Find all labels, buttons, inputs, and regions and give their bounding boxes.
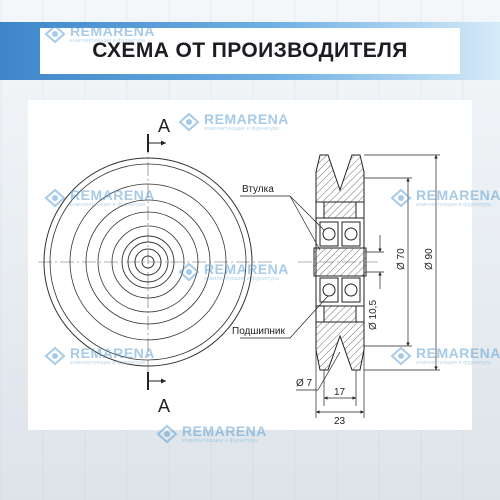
title-plate: СХЕМА ОТ ПРОИЗВОДИТЕЛЯ [40, 28, 460, 74]
page-title: СХЕМА ОТ ПРОИЗВОДИТЕЛЯ [92, 39, 408, 62]
dim-70: Ø 70 [396, 248, 407, 270]
leader-lines [240, 195, 341, 391]
section-markers [147, 134, 166, 390]
remarena-logo-icon [178, 262, 200, 282]
section-label-top: A [158, 116, 170, 136]
remarena-logo-icon [44, 188, 66, 208]
dimension-lines [315, 154, 440, 418]
remarena-logo-icon [178, 112, 200, 132]
label-bushing: Втулка [242, 184, 274, 195]
dim-17: 17 [334, 387, 346, 398]
technical-drawing: A A Втулка Подши [38, 116, 440, 427]
remarena-logo-icon [390, 346, 412, 366]
cross-section-view [313, 154, 367, 371]
remarena-logo-icon [390, 188, 412, 208]
dim-7: Ø 7 [296, 378, 313, 389]
dim-10-5: Ø 10,5 [368, 300, 379, 330]
front-view [38, 140, 273, 385]
label-bearing: Подшипник [232, 326, 285, 337]
section-label-bottom: A [158, 396, 170, 416]
remarena-logo-icon [44, 346, 66, 366]
dim-23: 23 [334, 416, 346, 427]
remarena-logo-icon [44, 24, 66, 44]
dim-90: Ø 90 [424, 248, 435, 270]
remarena-logo-icon [156, 424, 178, 444]
